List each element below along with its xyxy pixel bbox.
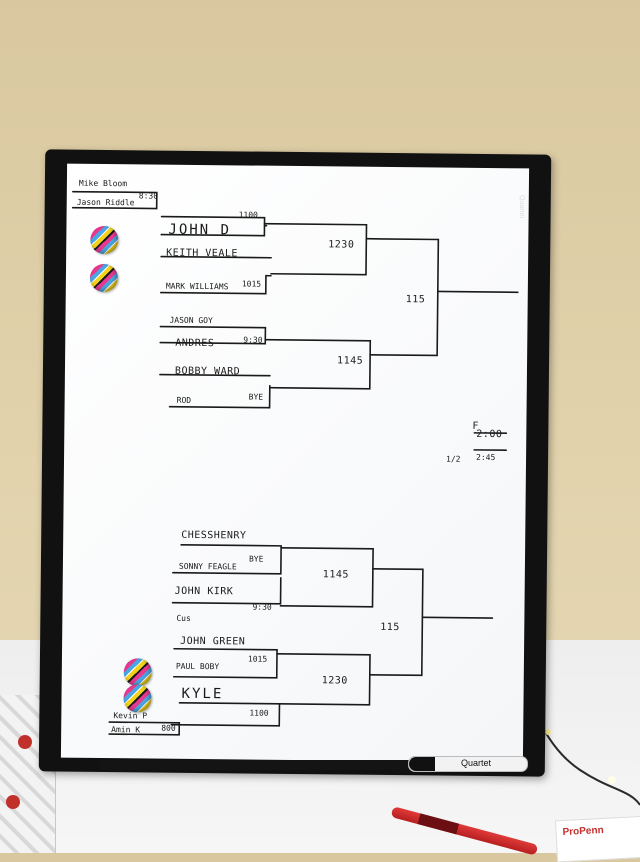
striped-magnet[interactable] [123,658,152,687]
entrant-top-1: Mike Bloom [78,178,128,189]
round-time: 1145 [337,355,364,367]
entrant-bobby-ward: BOBBY WARD [174,365,241,378]
entrant-jason-goy: JASON GOY [169,315,213,326]
wrap-decoration [6,795,20,809]
brand-label: Quartet [517,194,525,219]
light-bulb [608,776,616,784]
business-card: ProPenn [554,815,640,862]
card-label: ProPenn [562,824,604,839]
finals-time: 2:45 [476,452,496,463]
entrant-top-time: 8:30 [138,191,159,201]
striped-magnet[interactable] [90,225,119,255]
entrant-sonny-feagle: SONNY FEAGLE [178,561,237,572]
entrant-kevin-p: Kevin P [113,711,148,721]
dry-erase-marker[interactable]: Quartet [408,756,528,772]
entrant-keith-veale: KEITH VEALE [166,247,238,260]
time-label: 1015 [241,279,262,289]
entrant-john-green: JOHN GREEN [180,635,246,648]
time-label: 1100 [238,210,258,220]
marker-tray [100,760,530,770]
entrant-bottom-time: 800 [161,723,176,733]
entrant-john-kirk: JOHN KIRK [174,585,234,598]
entrant-paul-boby: PAUL BOBY [175,661,220,672]
bracket-lines [71,190,519,736]
round-time: 1145 [322,569,349,581]
entrant-chesshenry: CHESSHENRY [181,529,247,542]
light-bulb [545,729,551,735]
striped-magnet[interactable] [123,684,152,713]
whiteboard-surface: Mike Bloom Jason Riddle 8:30 JOHN D 1100… [60,163,530,763]
entrant-john-d: JOHN D [168,221,232,239]
time-label: 9:30 [243,335,263,345]
time-label: BYE [248,392,264,402]
round-time: 115 [380,621,400,634]
round-time: 1230 [328,239,355,251]
round-time: 1230 [321,675,348,687]
time-label: 1100 [249,708,269,718]
finals-time: 2:00 [476,428,503,441]
entrant-rod: ROD [176,395,192,405]
entrant-amin-k: Amin K [111,725,141,735]
entrant-mark-williams: MARK WILLIAMS [165,281,229,292]
entrant-kyle: KYLE [181,685,224,703]
entrant-andres: ANDRES [175,337,215,350]
marker-label: Quartet [461,758,492,768]
wrap-decoration [18,735,32,749]
round-time: 115 [405,294,426,306]
time-label: 9:30 [252,602,272,612]
entrant-top-2: Jason Riddle [76,197,135,208]
marker-cap [409,757,435,771]
whiteboard: Mike Bloom Jason Riddle 8:30 JOHN D 1100… [38,149,552,777]
entrant-cus: Cus [176,613,191,623]
striped-magnet[interactable] [89,263,119,293]
finals-label: 1/2 [446,454,461,464]
time-label: 1015 [247,654,268,664]
time-label: BYE [248,554,264,564]
